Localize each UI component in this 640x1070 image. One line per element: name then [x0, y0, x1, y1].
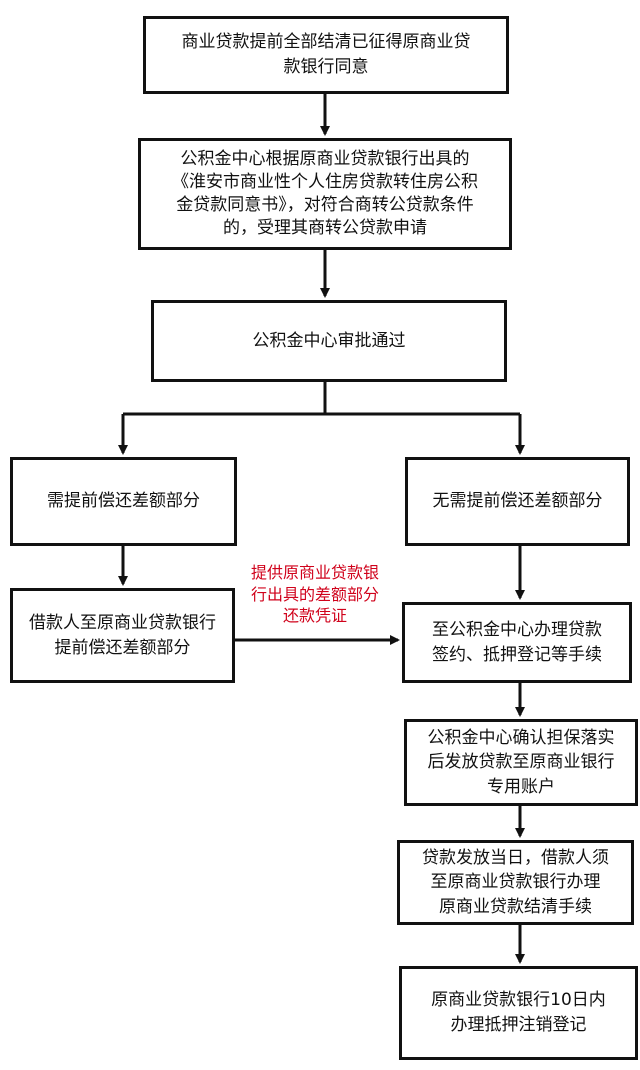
note-text: 提供原商业贷款银 [250, 563, 379, 582]
connector-note-repayment-receipt: 提供原商业贷款银 行出具的差额部分 还款凭证 [230, 562, 400, 627]
flow-box-text: 金贷款同意书》，对符合商转公贷款条件 [176, 195, 474, 215]
flow-box-cancel-mortgage: 原商业贷款银行10日内 办理抵押注销登记 [399, 966, 638, 1060]
flow-box-text: 提前偿还差额部分 [54, 637, 191, 658]
flow-box-loan-payoff-consent: 商业贷款提前全部结清已征得原商业贷 款银行同意 [143, 16, 509, 94]
flow-box-text: 借款人至原商业贷款银行 [29, 612, 216, 633]
flow-box-text: 至公积金中心办理贷款 [432, 619, 602, 640]
flow-box-no-early-repayment: 无需提前偿还差额部分 [405, 457, 630, 546]
flow-box-text: 的，受理其商转公贷款申请 [223, 217, 427, 238]
flow-box-borrower-repays-difference: 借款人至原商业贷款银行 提前偿还差额部分 [10, 588, 235, 683]
flow-box-text: 无需提前偿还差额部分 [432, 491, 603, 512]
flow-box-text: 公积金中心确认担保落实 [427, 727, 615, 748]
note-text: 还款凭证 [282, 606, 347, 626]
flow-box-text: 《淮安市商业性个人住房贷款转住房公积 [172, 172, 478, 193]
flow-box-need-early-repayment: 需提前偿还差额部分 [10, 457, 237, 546]
flow-box-sign-and-mortgage: 至公积金中心办理贷款 签约、抵押登记等手续 [402, 602, 632, 683]
flow-box-application-accepted: 公积金中心根据原商业贷款银行出具的 《淮安市商业性个人住房贷款转住房公积 金贷款… [138, 138, 512, 250]
flow-box-approval-passed: 公积金中心审批通过 [151, 300, 507, 382]
flow-box-settle-commercial-loan: 贷款发放当日，借款人须 至原商业贷款银行办理 原商业贷款结清手续 [397, 840, 634, 925]
flow-box-text: 原商业贷款结清手续 [439, 896, 592, 917]
flow-box-text: 原商业贷款银行10日内 [431, 990, 606, 1011]
flow-box-text: 商业贷款提前全部结清已征得原商业贷 [181, 32, 471, 53]
note-text: 行出具的差额部分 [250, 584, 379, 604]
flow-box-text: 需提前偿还差额部分 [47, 491, 200, 512]
flow-box-text: 公积金中心根据原商业贷款银行出具的 [180, 149, 470, 170]
flow-box-text: 款银行同意 [283, 57, 369, 77]
flow-box-text: 贷款发放当日，借款人须 [422, 847, 609, 868]
flow-box-text: 至原商业贷款银行办理 [430, 872, 601, 893]
flow-box-text: 公积金中心审批通过 [252, 330, 406, 351]
flow-box-loan-disbursed: 公积金中心确认担保落实 后发放贷款至原商业银行 专用账户 [404, 719, 638, 806]
flow-box-text: 专用账户 [487, 776, 555, 797]
flow-box-text: 办理抵押注销登记 [450, 1015, 587, 1035]
flow-box-text: 后发放贷款至原商业银行 [427, 752, 615, 773]
flow-box-text: 签约、抵押登记等手续 [432, 644, 602, 665]
